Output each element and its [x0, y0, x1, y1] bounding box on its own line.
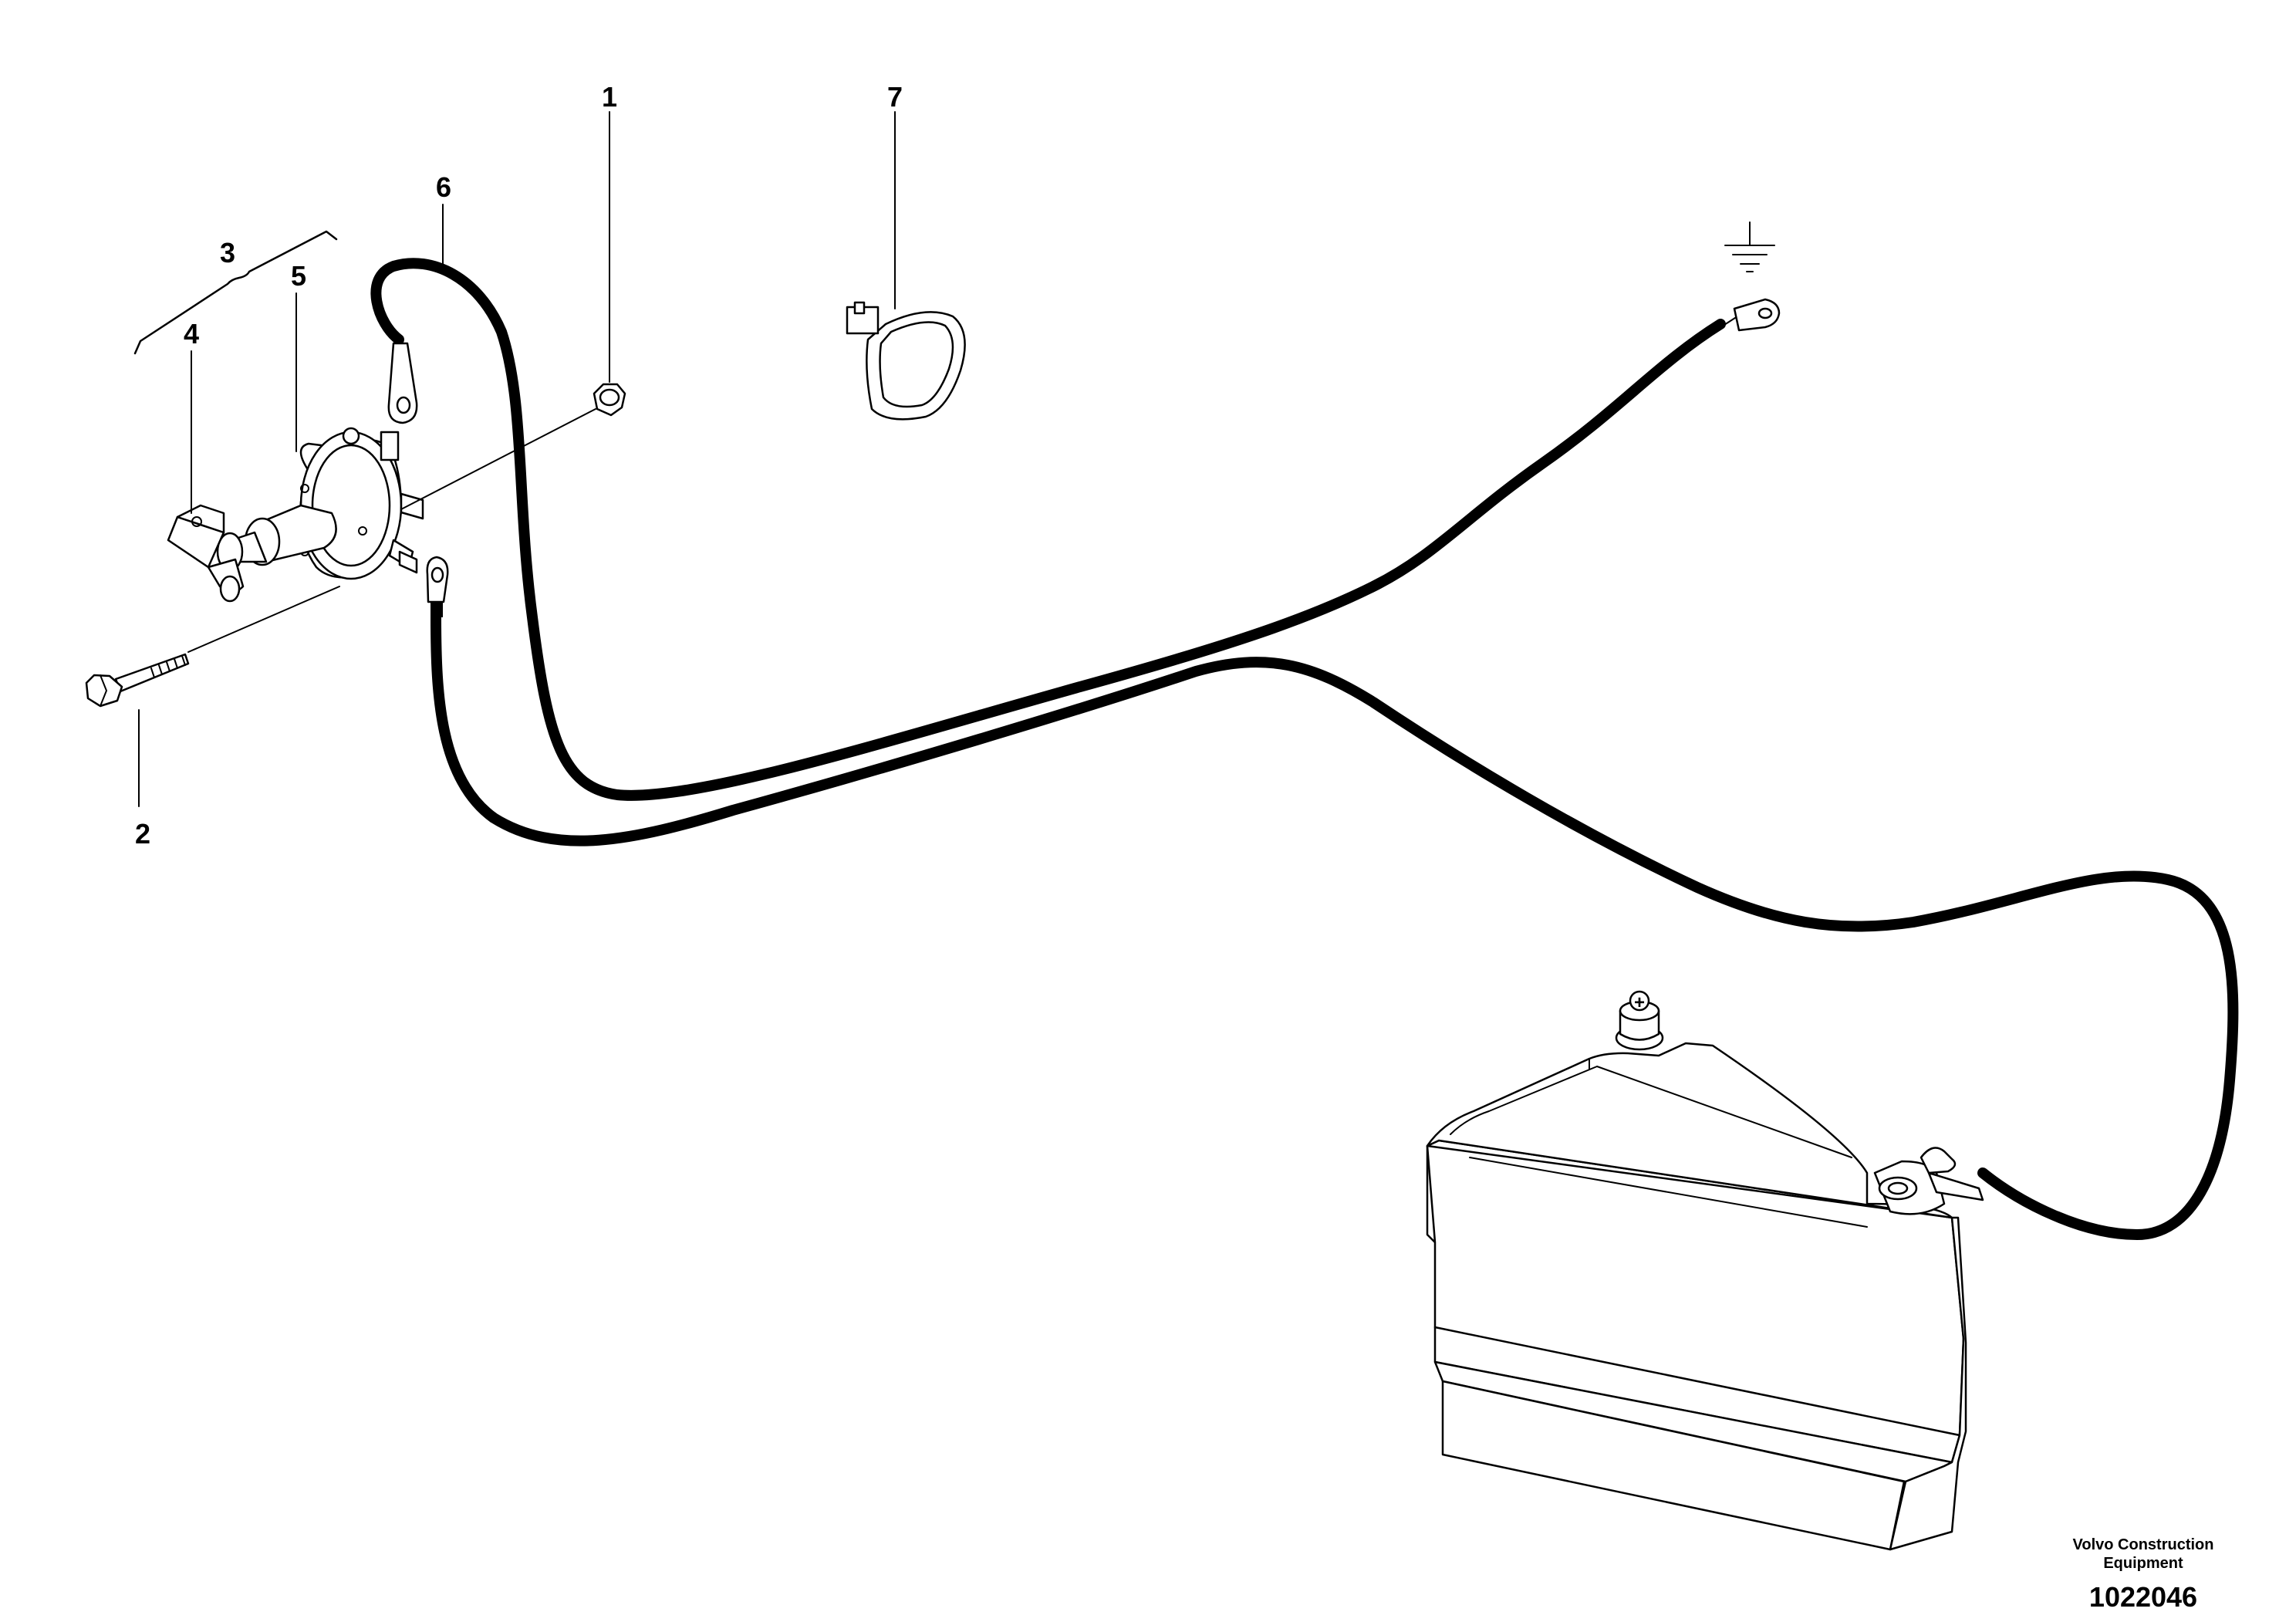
callout-labels: 1 2 3 4 5 6 7	[135, 81, 903, 850]
callout-1: 1	[602, 81, 617, 113]
callout-2: 2	[135, 818, 150, 850]
cable-6-lug	[387, 342, 418, 424]
drawing-number: 1022046	[2089, 1581, 2197, 1613]
cable-tie	[846, 301, 966, 421]
bolt	[85, 653, 190, 708]
ground-cable-lug	[1710, 298, 1781, 334]
battery-cable	[430, 612, 2239, 1240]
cable-6	[370, 258, 1726, 801]
battery-cable-lug	[426, 556, 449, 617]
callout-4: 4	[184, 318, 199, 350]
leader-lines	[133, 111, 896, 807]
callout-3: 3	[220, 237, 235, 269]
ground-icon	[1724, 221, 1775, 272]
callout-5: 5	[291, 260, 306, 292]
positive-symbol: +	[1634, 992, 1645, 1013]
nut	[593, 383, 626, 417]
battery: +	[1426, 990, 1984, 1551]
battery-disconnect-switch	[167, 427, 424, 603]
footer: Volvo Construction Equipment 1022046	[2073, 1536, 2214, 1613]
company-name-line2: Equipment	[2103, 1555, 2183, 1572]
assembly-lines	[187, 408, 596, 653]
callout-7: 7	[887, 81, 903, 113]
company-name-line1: Volvo Construction	[2073, 1536, 2214, 1553]
callout-6: 6	[436, 171, 451, 203]
